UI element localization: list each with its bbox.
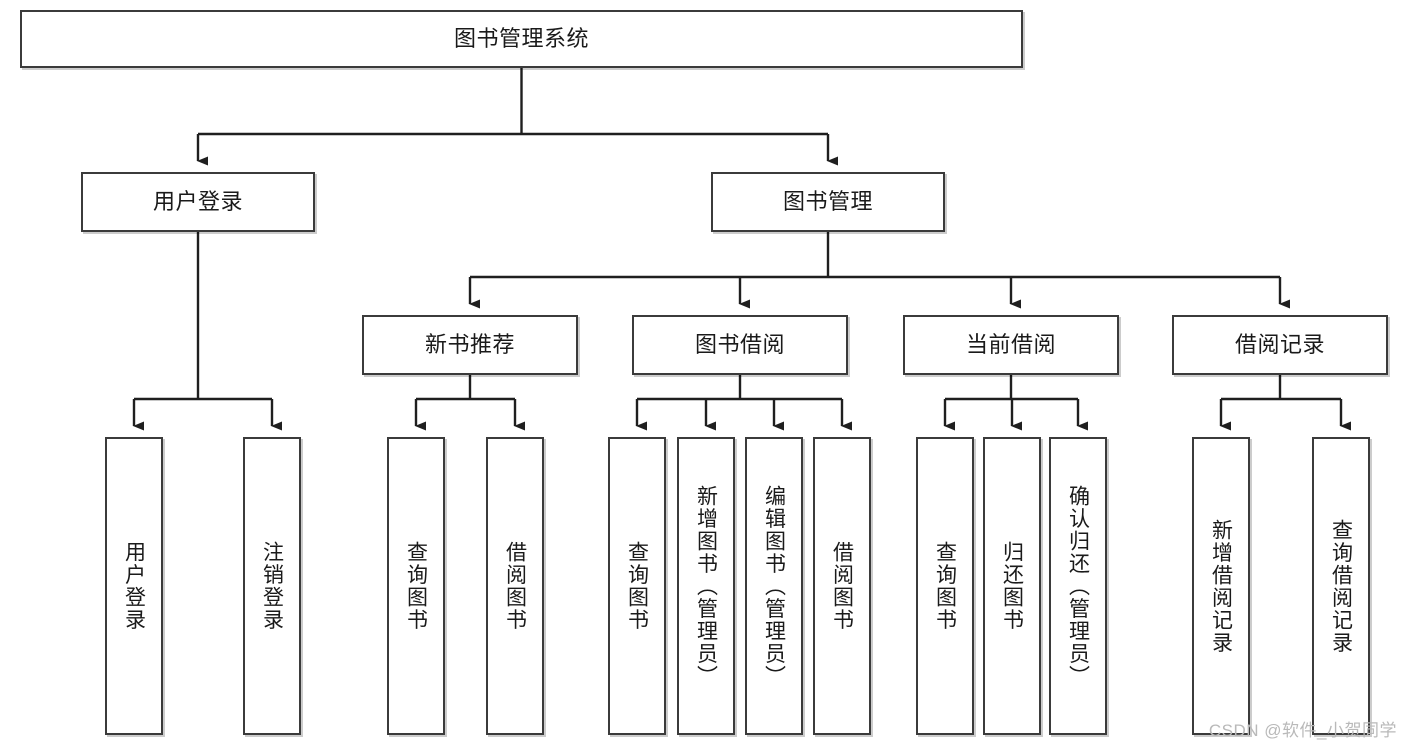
node-label: 借阅图书 [830,541,854,631]
node-label: 图书管理系统 [453,26,589,52]
node-leaf-return-book[interactable]: 归还图书 [983,437,1041,735]
node-label: 图书借阅 [694,332,785,358]
node-label: 新增借阅记录 [1209,518,1233,654]
node-leaf-edit-book[interactable]: 编辑图书（管理员） [745,437,803,735]
node-label: 当前借阅 [965,332,1056,358]
node-label: 借阅图书 [503,541,527,631]
node-label: 用户登录 [122,541,146,631]
node-leaf-query-book-2[interactable]: 查询图书 [608,437,666,735]
node-leaf-query-book-1[interactable]: 查询图书 [387,437,445,735]
node-label: 新书推荐 [424,332,515,358]
node-leaf-query-book-3[interactable]: 查询图书 [916,437,974,735]
node-label: 用户登录 [152,189,243,215]
node-leaf-confirm-return[interactable]: 确认归还（管理员） [1049,437,1107,735]
node-borrow-record[interactable]: 借阅记录 [1172,315,1388,375]
node-current-borrow[interactable]: 当前借阅 [903,315,1119,375]
node-label: 查询借阅记录 [1329,518,1353,654]
node-label: 查询图书 [404,541,428,631]
node-leaf-add-book[interactable]: 新增图书（管理员） [677,437,735,735]
node-root[interactable]: 图书管理系统 [20,10,1023,68]
node-leaf-user-login[interactable]: 用户登录 [105,437,163,735]
node-leaf-borrow-book-1[interactable]: 借阅图书 [486,437,544,735]
node-label: 确认归还（管理员） [1066,484,1090,688]
node-label: 查询图书 [625,541,649,631]
node-label: 归还图书 [1000,541,1024,631]
node-label: 注销登录 [260,541,284,631]
node-label: 编辑图书（管理员） [762,484,786,688]
node-book-borrow[interactable]: 图书借阅 [632,315,848,375]
node-user-login[interactable]: 用户登录 [81,172,315,232]
node-label: 借阅记录 [1234,332,1325,358]
node-label: 查询图书 [933,541,957,631]
node-label: 图书管理 [782,189,873,215]
node-leaf-logout-login[interactable]: 注销登录 [243,437,301,735]
node-book-management[interactable]: 图书管理 [711,172,945,232]
node-label: 新增图书（管理员） [694,484,718,688]
node-new-book-recommend[interactable]: 新书推荐 [362,315,578,375]
node-leaf-borrow-book-2[interactable]: 借阅图书 [813,437,871,735]
node-leaf-query-borrow-record[interactable]: 查询借阅记录 [1312,437,1370,735]
node-leaf-add-borrow-record[interactable]: 新增借阅记录 [1192,437,1250,735]
